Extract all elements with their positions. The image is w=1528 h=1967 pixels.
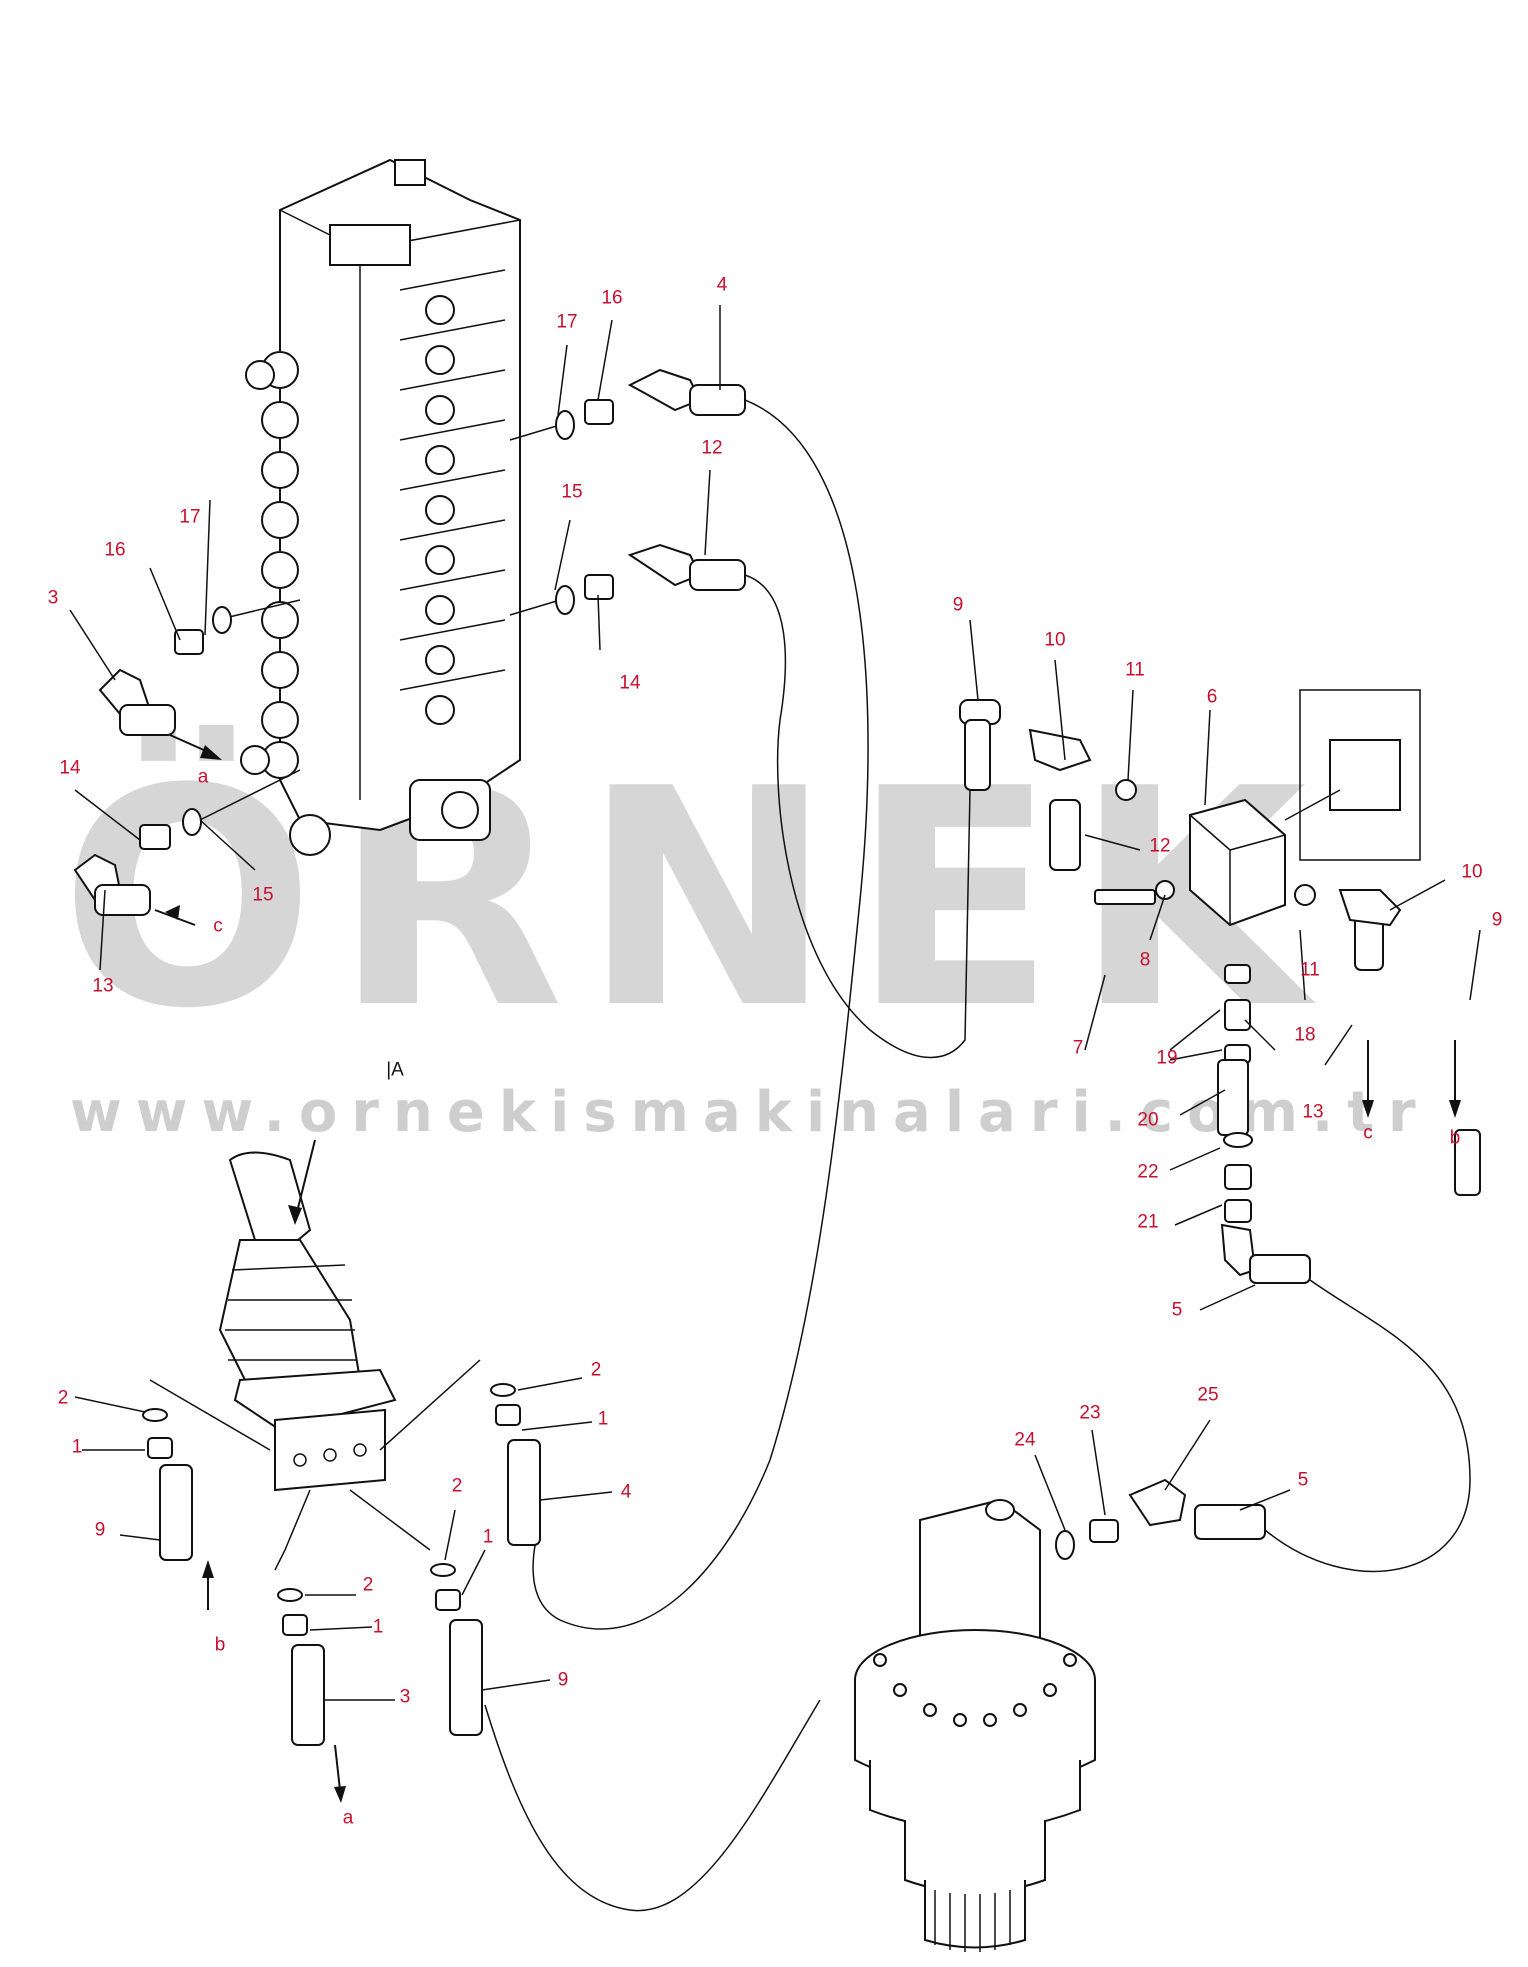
label-part-11-right: 11 (1300, 959, 1320, 981)
label-part-14-left: 14 (59, 757, 81, 779)
label-part-4-top: 4 (716, 274, 728, 296)
label-part-3-lower: 3 (399, 1686, 411, 1708)
label-part-18: 18 (1294, 1024, 1316, 1046)
view-label-letter: A (391, 1059, 404, 1081)
label-part-1-mid: 1 (482, 1526, 494, 1548)
flow-ref-a-bottom: a (342, 1807, 354, 1829)
label-part-10-mid: 10 (1044, 629, 1066, 651)
label-part-15-left: 15 (252, 884, 274, 906)
label-part-7: 7 (1072, 1037, 1084, 1059)
label-part-1-left: 1 (71, 1436, 83, 1458)
label-part-13-left: 13 (92, 975, 114, 997)
label-part-16-left: 16 (104, 539, 126, 561)
label-part-24: 24 (1014, 1429, 1036, 1451)
valve-fittings-upper (509, 368, 746, 616)
label-part-1-right: 1 (597, 1408, 609, 1430)
label-part-17-left: 17 (179, 506, 201, 528)
hose-lines (484, 399, 1471, 1912)
label-part-6: 6 (1206, 686, 1218, 708)
label-part-4-lower: 4 (620, 1481, 632, 1503)
joystick-drawing (149, 1139, 481, 1571)
label-part-9-mid: 9 (952, 594, 964, 616)
label-part-2-lowmid: 2 (362, 1574, 374, 1596)
label-part-21: 21 (1137, 1211, 1159, 1233)
flow-ref-a-left: a (197, 766, 209, 788)
label-part-9-lower: 9 (557, 1669, 569, 1691)
label-part-15-mid: 15 (561, 481, 583, 503)
flow-arrows (154, 734, 1461, 1803)
junction-block-drawing (959, 689, 1481, 1284)
leader-lines (69, 305, 1481, 1701)
label-part-5-lower: 5 (1297, 1469, 1309, 1491)
label-part-9-left: 9 (94, 1519, 106, 1541)
label-part-20: 20 (1137, 1109, 1159, 1131)
label-part-2-right: 2 (590, 1359, 602, 1381)
label-part-19: 19 (1156, 1047, 1178, 1069)
flow-ref-c-left: c (213, 915, 223, 937)
lower-hose-fittings (142, 1383, 541, 1746)
label-part-12-right: 12 (1149, 835, 1171, 857)
label-part-11-mid: 11 (1125, 659, 1145, 681)
label-part-9-right: 9 (1491, 909, 1503, 931)
control-valve-drawing (240, 158, 521, 856)
label-part-14-mid: 14 (619, 672, 641, 694)
label-part-2-left: 2 (57, 1387, 69, 1409)
label-part-25: 25 (1197, 1384, 1219, 1406)
label-part-10-right: 10 (1461, 861, 1483, 883)
label-part-22: 22 (1137, 1161, 1159, 1183)
flow-ref-b-right: b (1449, 1127, 1461, 1149)
label-part-13-right: 13 (1302, 1101, 1324, 1123)
label-part-5-upper: 5 (1171, 1299, 1183, 1321)
valve-fittings-left (73, 599, 301, 916)
view-label: |A (386, 1059, 404, 1081)
label-part-17-top: 17 (556, 311, 578, 333)
label-part-12-top: 12 (701, 437, 723, 459)
label-part-1-lowmid: 1 (372, 1616, 384, 1638)
flow-ref-c-right: c (1363, 1122, 1373, 1144)
label-part-16-top: 16 (601, 287, 623, 309)
flow-ref-b-left: b (214, 1634, 226, 1656)
label-part-8: 8 (1139, 949, 1151, 971)
label-part-3-left: 3 (47, 587, 59, 609)
label-part-23: 23 (1079, 1402, 1101, 1424)
label-part-2-mid: 2 (451, 1475, 463, 1497)
watermark-url: www.ornekismakinalari.com.tr (70, 1080, 1430, 1145)
swing-motor-drawing (854, 1478, 1266, 1952)
